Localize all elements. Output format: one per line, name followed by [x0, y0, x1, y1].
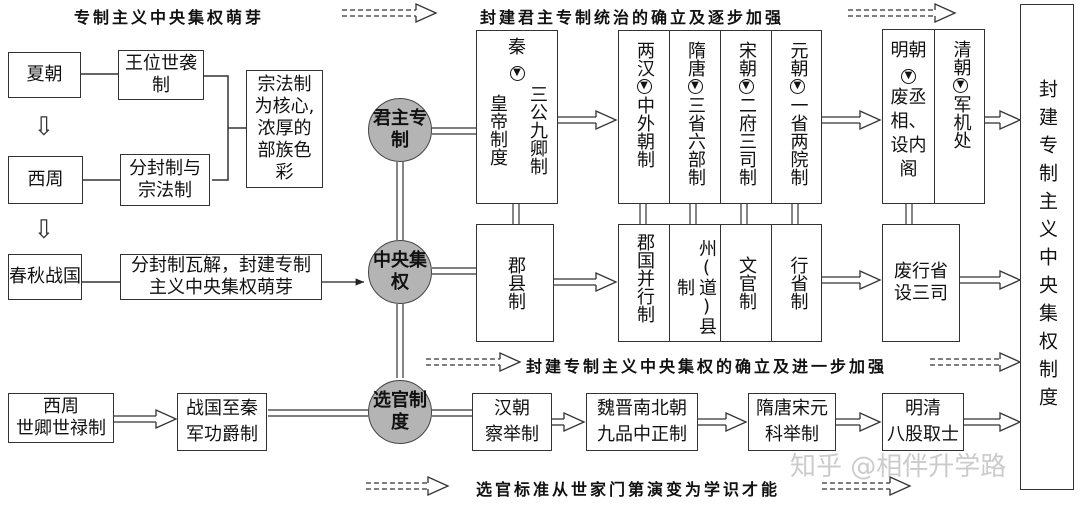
system-label: 废丞相、设内阁 [890, 87, 927, 180]
system-label: 二府三司制 [736, 96, 757, 186]
arrow-mid-to-late [822, 109, 882, 131]
box-xizhou: 西周 [8, 156, 83, 204]
box-qin: 秦 ▼ 皇帝制度 三公九卿制 [476, 30, 558, 204]
box-chaju: 汉朝 察举制 [472, 393, 552, 451]
hub-monarchy: 君主专制 [368, 98, 432, 162]
down-arrow-1: ⇩ [33, 112, 55, 142]
box-fenfeng-collapse: 分封制瓦解，封建专制主义中央集权萌芽 [120, 254, 322, 300]
box-monarchy-late: 明朝 ▼ 废丞相、设内阁 清朝 ▼ 军机处 [882, 29, 985, 204]
box-jiupin: 魏晋南北朝 九品中正制 [586, 393, 698, 451]
arrow-shiqing-to-jungong [114, 408, 178, 430]
qin-emperor-system: 皇帝制度 [487, 94, 508, 166]
arrow-ming-to-final [960, 269, 1022, 291]
dynasty-label: 明朝 [890, 40, 927, 61]
system-label: 军机处 [950, 95, 972, 149]
system-label: 一省两院制 [787, 96, 809, 186]
watermark: 知乎 @相伴升学路 [790, 452, 1007, 482]
dashed-arrow-top-left [342, 2, 438, 24]
arrow-bagu-to-final [964, 411, 1022, 433]
col-suitang: 隋唐 ▼ 三省六部制 [670, 31, 721, 203]
box-chunqiu: 春秋战国 [8, 254, 82, 300]
dashed-arrow-bottom-left [366, 475, 450, 497]
arrow-qin-to-mid [558, 109, 618, 131]
arrow-late-to-final [985, 109, 1022, 131]
caption-monarchy-establish: 封建君主专制统治的确立及逐步加强 [480, 8, 785, 27]
caption-centralization-establish: 封建专制主义中央集权的确立及进一步加强 [526, 357, 888, 376]
period-label: 西周 [43, 396, 79, 417]
qin-three-lords-nine-ministers: 三公九卿制 [527, 85, 548, 175]
dynasty-label: 元朝 [787, 41, 809, 77]
col-yuan: 元朝 ▼ 一省两院制 [772, 31, 823, 203]
box-junxian: 郡县制 [476, 224, 554, 342]
system-label: 州(道)县制 [674, 239, 717, 335]
arrow-mid-to-ming [822, 269, 882, 291]
system-label: 八股取士 [887, 424, 959, 445]
col-junguo: 郡国并行制 [619, 225, 670, 341]
box-final-system: 封建专制主义中央集权制度 [1020, 4, 1074, 490]
box-monarchy-mid: 两汉 ▼ 中外朝制 隋唐 ▼ 三省六部制 宋朝 ▼ 二府三司制 元朝 ▼ 一省两院制 [618, 30, 822, 204]
junxian-label: 郡县制 [505, 256, 526, 310]
system-label: 中外朝制 [634, 96, 655, 168]
arrow-chaju-to-jiupin [552, 411, 586, 433]
arrow-down-icon: ▼ [687, 79, 703, 94]
period-label: 隋唐宋元 [756, 398, 828, 419]
arrow-down-icon: ▼ [509, 66, 525, 81]
system-label: 郡国并行制 [634, 233, 655, 323]
system-label: 三省六部制 [685, 96, 706, 186]
final-system-label: 封建专制主义中央集权制度 [1036, 79, 1058, 415]
box-junggong: 战国至秦 军功爵制 [177, 393, 267, 451]
arrow-keju-to-bagu [836, 411, 882, 433]
down-arrow-2: ⇩ [33, 215, 55, 245]
system-label: 察举制 [485, 424, 539, 445]
col-han: 两汉 ▼ 中外朝制 [619, 31, 670, 203]
dashed-arrow-bottom-right [822, 475, 912, 497]
period-label: 明清 [905, 398, 941, 419]
dynasty-label: 宋朝 [736, 41, 757, 77]
box-baguwen: 明清 八股取士 [882, 393, 964, 451]
hub-centralization: 中央集权 [368, 240, 432, 304]
system-label: 九品中正制 [597, 424, 687, 445]
period-label: 战国至秦 [186, 398, 258, 419]
caption-selection-standard: 选官标准从世家门第演变为学识才能 [476, 480, 781, 499]
box-wangwei: 王位世袭制 [118, 50, 204, 100]
box-shiqing: 西周 世卿世禄制 [8, 393, 114, 443]
arrow-down-icon: ▼ [953, 78, 968, 93]
arrow-jiupin-to-keju [698, 411, 748, 433]
system-label: 行省制 [787, 256, 809, 310]
system-label: 军功爵制 [186, 424, 258, 445]
arrow-down-icon: ▼ [636, 79, 652, 94]
col-qing: 清朝 ▼ 军机处 [935, 30, 986, 203]
box-keju: 隋唐宋元 科举制 [748, 393, 836, 451]
box-zongfa-note: 宗法制为核心,浓厚的部族色彩 [246, 70, 323, 188]
box-central-mid: 郡国并行制 州(道)县制 文官制 行省制 [618, 224, 822, 342]
arrow-junxian-to-mid [554, 271, 618, 293]
dashed-arrow-top-right [848, 2, 957, 24]
dynasty-label: 两汉 [634, 41, 655, 77]
dynasty-label: 隋唐 [685, 41, 706, 77]
system-label: 文官制 [736, 256, 757, 310]
col-ming: 明朝 ▼ 废丞相、设内阁 [883, 30, 935, 203]
dynasty-label: 清朝 [950, 40, 972, 76]
period-label: 汉朝 [494, 398, 530, 419]
col-xingsheng: 行省制 [772, 225, 823, 341]
qin-dynasty: 秦 [508, 37, 526, 58]
system-label: 科举制 [765, 424, 819, 445]
system-label: 世卿世禄制 [16, 418, 106, 439]
box-fenfeng: 分封制与宗法制 [120, 154, 210, 206]
arrow-down-icon: ▼ [901, 69, 916, 84]
caption-sprout: 专制主义中央集权萌芽 [74, 8, 265, 27]
box-xia: 夏朝 [8, 52, 81, 98]
dashed-arrow-middle-right [930, 351, 1022, 373]
col-zhouxian: 州(道)县制 [670, 225, 721, 341]
arrow-down-icon: ▼ [738, 79, 754, 94]
hub-selection: 选官制度 [368, 380, 432, 444]
col-song: 宋朝 ▼ 二府三司制 [721, 31, 772, 203]
dashed-arrow-middle-left [426, 351, 522, 373]
box-ming-sansi: 废行省设三司 [882, 224, 960, 342]
col-wenguan: 文官制 [721, 225, 772, 341]
period-label: 魏晋南北朝 [597, 398, 687, 419]
arrow-down-icon: ▼ [790, 79, 805, 94]
